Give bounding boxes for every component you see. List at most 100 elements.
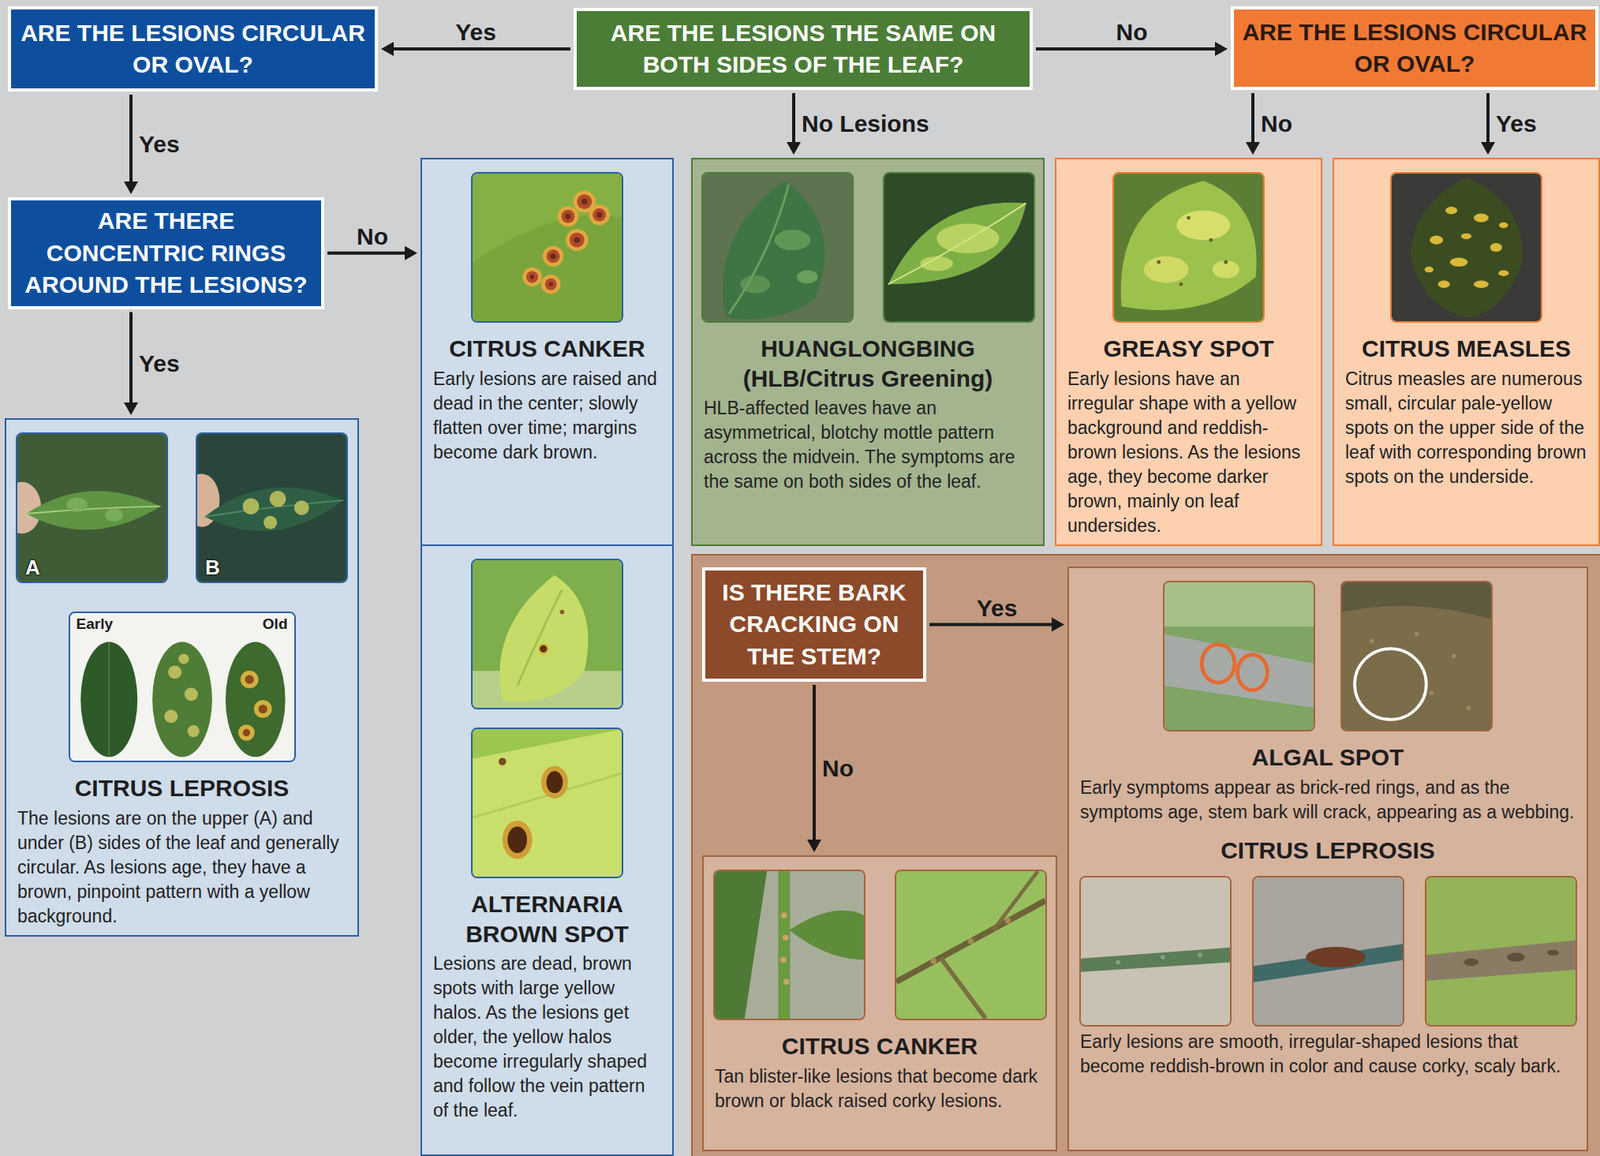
illustration-part: [714, 871, 767, 1019]
leaf-photo: [882, 171, 1036, 323]
panel-heading: HUANGLONGBING (HLB/Citrus Greening): [692, 333, 1043, 393]
illustration-part: [26, 490, 161, 530]
illustration-part: [773, 229, 810, 251]
connector-line: [1035, 47, 1217, 51]
illustration-part: [576, 194, 592, 210]
decision-box: ARE THERE CONCENTRIC RINGS AROUND THE LE…: [7, 197, 325, 310]
illustration-part: [545, 278, 558, 291]
canker-twig: [896, 871, 1046, 1019]
arrowhead: [1051, 617, 1065, 632]
illustration-part: [588, 204, 610, 225]
illustration-part: [26, 506, 161, 514]
disease-panel: A B EarlyOldCITRUS LEPROSISThe lesions a…: [4, 418, 359, 937]
illustration-part: [1156, 260, 1161, 265]
arrowhead: [1214, 41, 1228, 57]
illustration-part: [565, 228, 588, 251]
leprosis-stem: [1253, 877, 1403, 1025]
illustration-part: [197, 433, 347, 582]
connector: [123, 312, 139, 416]
illustration-part: [936, 224, 999, 254]
decision-box: IS THERE BARK CRACKING ON THE STEM?: [702, 567, 927, 682]
illustration-part: [1164, 633, 1314, 708]
illustration-part: [1426, 877, 1576, 1025]
hlb-leaf: [884, 173, 1034, 322]
illustration-part: [178, 653, 189, 664]
illustration-part: [1176, 210, 1230, 240]
illustration-part: [1429, 690, 1435, 696]
edge-label: Yes: [138, 349, 180, 378]
illustration-part: [1506, 952, 1526, 961]
leprosis-stem: [1080, 877, 1230, 1025]
photo-row: [1069, 875, 1587, 1027]
connector-line: [1486, 93, 1490, 144]
connector-line: [392, 47, 571, 51]
illustration-part: [239, 670, 258, 688]
panel-description: Lesions are dead, brown spots with large…: [422, 951, 673, 1123]
illustration-part: [930, 957, 937, 964]
connector: [807, 684, 822, 853]
illustration-part: [1410, 177, 1523, 318]
illustration-part: [728, 184, 789, 315]
illustration-part: [1426, 939, 1576, 980]
illustration-part: [887, 202, 1026, 285]
illustration-part: [537, 642, 550, 655]
illustration-part: [1004, 917, 1011, 924]
disease-panel: HUANGLONGBING (HLB/Citrus Greening)HLB-a…: [691, 157, 1045, 546]
illustration-part: [1424, 266, 1434, 273]
illustration-part: [80, 641, 138, 757]
illustration-part: [557, 205, 579, 227]
illustration-part: [1114, 173, 1264, 322]
illustration-part: [517, 589, 563, 686]
illustration-part: [257, 704, 267, 714]
edge-label: Yes: [138, 130, 180, 159]
illustration-part: [546, 770, 564, 793]
decision-question: ARE THERE CONCENTRIC RINGS AROUND THE LE…: [16, 205, 316, 302]
stem-photo: [1079, 875, 1232, 1027]
illustration-part: [546, 249, 561, 263]
illustration-part: [940, 957, 986, 1019]
panel-description: Early lesions have an irregular shape wi…: [1056, 366, 1321, 539]
photo-label: Old: [262, 615, 288, 633]
illustration-part: [17, 433, 167, 582]
connector-line: [327, 251, 407, 255]
illustration-part: [1466, 705, 1472, 711]
stem-photo: [1340, 580, 1493, 732]
illustration-part: [722, 180, 825, 319]
illustration-part: [186, 725, 199, 737]
illustration-part: [253, 699, 272, 718]
leaf-photo: [471, 171, 624, 323]
illustration-part: [581, 198, 588, 205]
illustration-part: [294, 500, 310, 516]
illustration-part: [1201, 644, 1235, 684]
connector-line: [129, 94, 133, 184]
edge-label: Yes: [976, 594, 1018, 623]
illustration-part: [168, 665, 182, 679]
decision-box: ARE THE LESIONS CIRCULAR OR OVAL?: [7, 6, 378, 92]
leaf-photo: [701, 171, 854, 323]
illustration-part: [1499, 222, 1508, 229]
leaf-photo: B: [195, 432, 348, 584]
disease-panel: CITRUS MEASLESCitrus measles are numerou…: [1332, 157, 1600, 546]
arrowhead: [1245, 142, 1260, 155]
illustration-part: [1342, 605, 1492, 730]
leprosis-bark: [1426, 877, 1576, 1025]
photo-row: [692, 171, 1043, 323]
leaf-photo: A: [15, 432, 169, 584]
illustration-part: [1354, 648, 1427, 720]
illustration-part: [526, 270, 539, 283]
illustration-part: [788, 910, 864, 960]
arrowhead: [123, 402, 139, 415]
algal-bark: [1342, 582, 1492, 730]
illustration-part: [1473, 213, 1489, 222]
illustration-part: [530, 274, 535, 280]
illustration-part: [1450, 257, 1469, 267]
panel-heading: ALTERNARIA BROWN SPOT: [422, 889, 673, 949]
panel-heading: CITRUS LEPROSIS: [1069, 835, 1587, 866]
illustration-part: [781, 912, 788, 918]
illustration-part: [164, 709, 178, 723]
illustration-part: [1212, 260, 1240, 278]
connector: [123, 94, 139, 195]
alternaria-leaf: [472, 728, 622, 877]
panel-description: Citrus measles are numerous small, circu…: [1334, 366, 1599, 490]
